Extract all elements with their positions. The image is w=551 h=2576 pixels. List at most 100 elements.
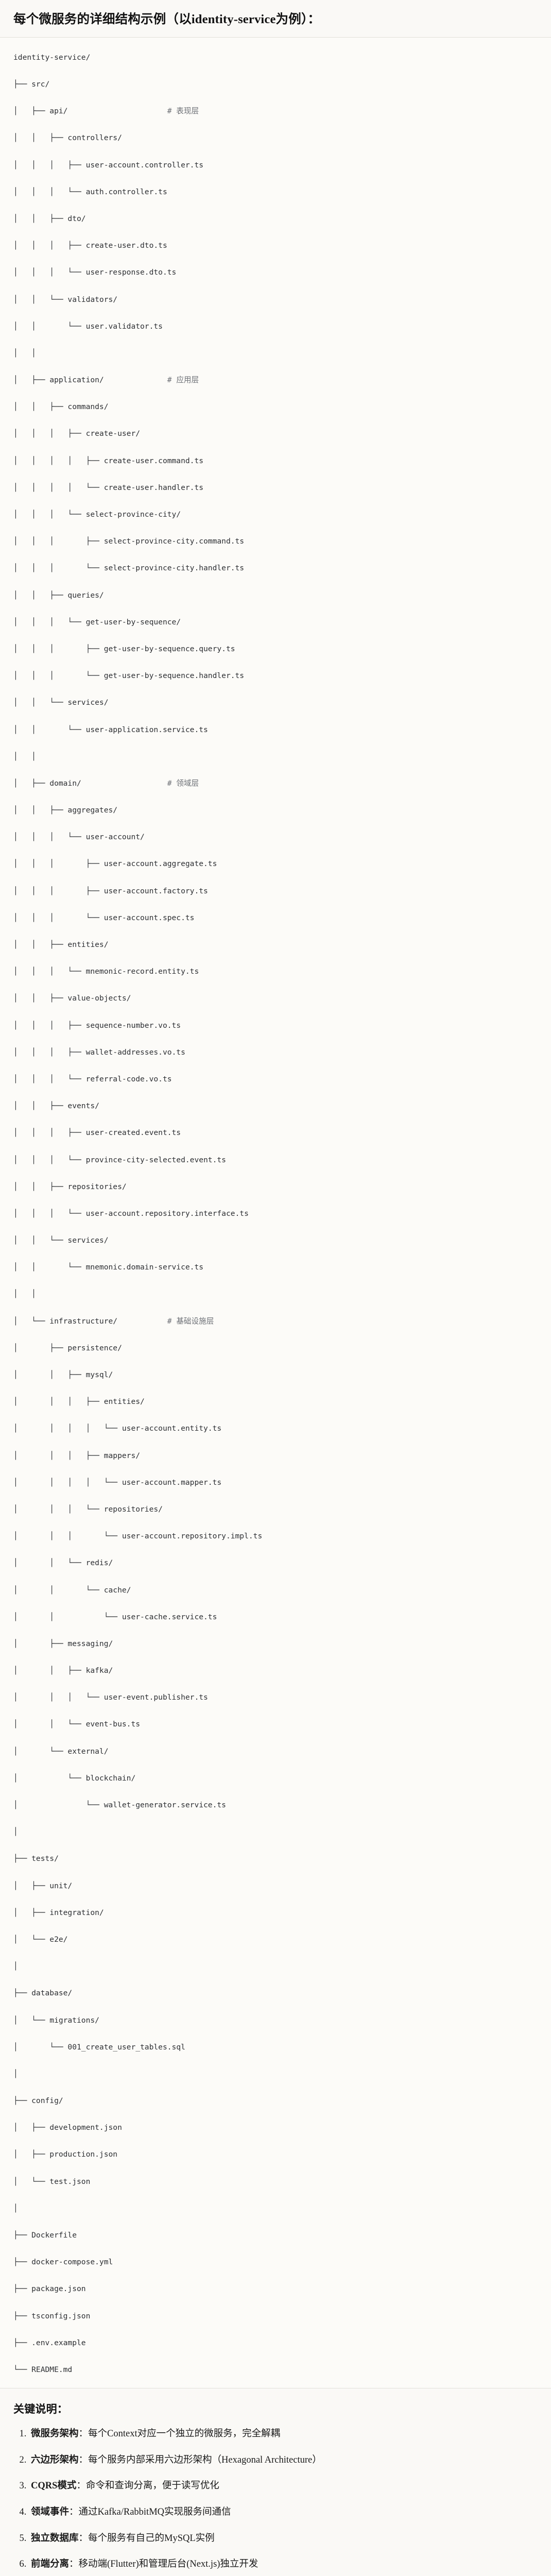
tree-line: │ │ └── user.validator.ts [13, 320, 538, 333]
tree-line-path: │ │ ├── value-objects/ [13, 994, 131, 1003]
tree-line-path: │ └── migrations/ [13, 2015, 99, 2025]
tree-line-path: │ │ │ ├── user-created.event.ts [13, 1128, 181, 1138]
tree-line-path: │ ├── unit/ [13, 1881, 73, 1890]
tree-line: │ │ └── redis/ [13, 1556, 538, 1570]
tree-line-path: │ ├── development.json [13, 2123, 122, 2132]
tree-line: │ │ ├── entities/ [13, 938, 538, 952]
tree-line: │ │ ├── queries/ [13, 589, 538, 602]
tree-line: │ │ │ └── user-response.dto.ts [13, 266, 538, 279]
tree-line: ├── docker-compose.yml [13, 2256, 538, 2269]
tree-line-path: │ │ │ └── auth.controller.ts [13, 187, 167, 196]
tree-line-path: ├── Dockerfile [13, 2231, 77, 2240]
tree-line: │ [13, 2067, 538, 2081]
key-note-item: 前端分离：移动端(Flutter)和管理后台(Next.js)独立开发 [29, 2557, 538, 2572]
tree-line-path: │ │ │ ├── user-account.controller.ts [13, 160, 204, 170]
tree-line-path: │ ├── production.json [13, 2150, 118, 2159]
tree-line-path: ├── src/ [13, 80, 50, 89]
tree-line-path: │ │ │ └── province-city-selected.event.t… [13, 1155, 226, 1164]
tree-line-path: │ └── e2e/ [13, 1935, 68, 1944]
key-note-item: 独立数据库：每个服务有自己的MySQL实例 [29, 2531, 538, 2546]
tree-line-path: │ ├── application/ [13, 376, 104, 385]
directory-tree-block: identity-service/ ├── src/ │ ├── api/ # … [0, 37, 551, 2388]
tree-line: ├── database/ [13, 1987, 538, 2000]
tree-line: │ │ │ │ └── user-account.mapper.ts [13, 1476, 538, 1489]
tree-line: │ ├── integration/ [13, 1906, 538, 1920]
tree-line: │ │ │ ├── entities/ [13, 1395, 538, 1409]
tree-line: │ │ ├── events/ [13, 1099, 538, 1113]
tree-line-path: │ │ │ └── select-province-city.handler.t… [13, 564, 245, 573]
tree-line-path: │ │ ├── mysql/ [13, 1370, 113, 1380]
key-note-item: 六边形架构：每个服务内部采用六边形架构（Hexagonal Architectu… [29, 2453, 538, 2468]
key-note-description: 移动端(Flutter)和管理后台(Next.js)独立开发 [78, 2559, 259, 2570]
tree-line: │ │ │ ├── user-account.controller.ts [13, 159, 538, 172]
tree-line: │ │ ├── dto/ [13, 212, 538, 226]
tree-line-path: │ [13, 2204, 18, 2213]
tree-line-path: │ [13, 2069, 18, 2078]
tree-line: │ │ ├── mysql/ [13, 1368, 538, 1382]
tree-line: │ └── blockchain/ [13, 1772, 538, 1785]
tree-line-path: │ │ └── mnemonic.domain-service.ts [13, 1263, 204, 1272]
tree-line: │ │ │ └── select-province-city.handler.t… [13, 562, 538, 575]
tree-line-comment: # 表现层 [167, 107, 199, 116]
tree-line-path: │ └── blockchain/ [13, 1773, 136, 1783]
tree-line-path: │ │ ├── kafka/ [13, 1666, 113, 1675]
tree-line-gap [81, 779, 167, 788]
tree-line-path: │ │ ├── entities/ [13, 940, 109, 950]
tree-line-path: │ │ │ └── user-account.spec.ts [13, 913, 195, 922]
tree-line-path: │ │ ├── events/ [13, 1101, 99, 1111]
tree-line: │ │ [13, 347, 538, 360]
tree-line-path: │ └── 001_create_user_tables.sql [13, 2042, 185, 2052]
tree-line: │ ├── api/ # 表现层 [13, 105, 538, 118]
tree-line: │ │ │ └── referral-code.vo.ts [13, 1073, 538, 1086]
tree-line-comment: # 基础设施层 [167, 1316, 214, 1326]
tree-line-path: │ │ │ ├── create-user.dto.ts [13, 241, 167, 250]
tree-line-path: │ ├── api/ [13, 107, 68, 116]
tree-line: ├── config/ [13, 2094, 538, 2108]
tree-line: │ ├── domain/ # 领域层 [13, 777, 538, 790]
tree-line-path: │ │ │ └── repositories/ [13, 1504, 163, 1514]
tree-line: │ │ │ └── user-event.publisher.ts [13, 1691, 538, 1704]
tree-line: │ │ │ └── repositories/ [13, 1503, 538, 1516]
tree-line: identity-service/ [13, 51, 538, 64]
tree-line-path: │ │ └── user-cache.service.ts [13, 1612, 217, 1621]
tree-line: │ │ │ ├── create-user.dto.ts [13, 239, 538, 252]
tree-line: │ │ │ ├── get-user-by-sequence.query.ts [13, 642, 538, 656]
key-note-separator: ： [78, 2454, 89, 2465]
tree-line: │ │ │ ├── user-account.aggregate.ts [13, 857, 538, 871]
tree-line-gap [117, 1317, 167, 1326]
key-note-separator: ： [78, 2533, 89, 2544]
key-note-separator: ： [69, 2559, 79, 2570]
tree-line-path: │ │ │ └── referral-code.vo.ts [13, 1074, 172, 1083]
tree-line-gap [104, 376, 167, 384]
key-note-description: 每个服务内部采用六边形架构（Hexagonal Architecture） [88, 2454, 322, 2465]
key-notes-list: 微服务架构：每个Context对应一个独立的微服务，完全解耦六边形架构：每个服务… [13, 2427, 538, 2572]
tree-line: ├── src/ [13, 78, 538, 91]
tree-line-path: │ │ │ ├── mappers/ [13, 1451, 141, 1460]
tree-line-path: │ │ ├── queries/ [13, 590, 104, 600]
tree-line-path: ├── config/ [13, 2096, 63, 2106]
tree-line: │ │ ├── value-objects/ [13, 992, 538, 1005]
tree-line: │ │ ├── controllers/ [13, 131, 538, 145]
tree-line-path: ├── package.json [13, 2284, 86, 2294]
tree-line-path: │ ├── messaging/ [13, 1639, 113, 1648]
tree-line-path: │ ├── integration/ [13, 1908, 104, 1917]
tree-line-path: │ │ │ └── user-response.dto.ts [13, 268, 177, 277]
tree-line-path: ├── docker-compose.yml [13, 2258, 113, 2267]
key-note-description: 每个Context对应一个独立的微服务，完全解耦 [88, 2429, 281, 2439]
tree-line-path: │ │ [13, 752, 36, 761]
tree-line: │ │ │ ├── wallet-addresses.vo.ts [13, 1046, 538, 1059]
tree-line: │ │ └── event-bus.ts [13, 1718, 538, 1731]
tree-line-path: │ │ └── cache/ [13, 1585, 131, 1595]
tree-line-path: │ │ │ ├── user-account.aggregate.ts [13, 859, 217, 869]
tree-line-path: │ │ ├── commands/ [13, 402, 109, 412]
tree-line: │ ├── application/ # 应用层 [13, 374, 538, 387]
tree-line: │ │ │ ├── user-created.event.ts [13, 1126, 538, 1140]
tree-line: │ │ │ └── user-account.spec.ts [13, 911, 538, 925]
tree-line-path: │ │ │ ├── sequence-number.vo.ts [13, 1021, 181, 1030]
tree-line: │ ├── messaging/ [13, 1637, 538, 1651]
tree-line: │ │ │ └── get-user-by-sequence.handler.t… [13, 669, 538, 683]
directory-tree: identity-service/ ├── src/ │ ├── api/ # … [13, 51, 538, 2377]
tree-line: │ │ │ └── user-account/ [13, 831, 538, 844]
key-note-description: 通过Kafka/RabbitMQ实现服务间通信 [78, 2507, 231, 2518]
